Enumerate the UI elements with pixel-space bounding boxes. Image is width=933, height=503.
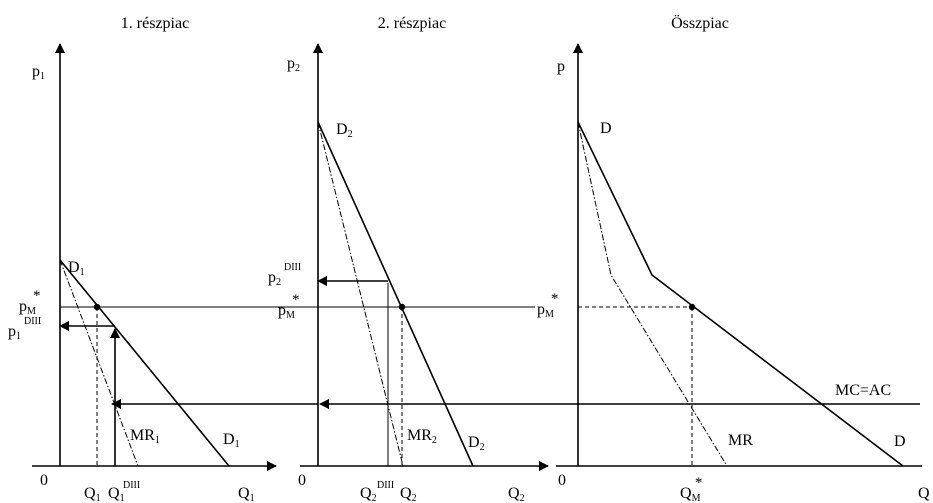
- panel-1-q1-label: Q1: [84, 485, 101, 503]
- panel-2-pm-label: pM *: [278, 292, 300, 321]
- svg-text:p1: p1: [32, 63, 45, 82]
- svg-text:p: p: [557, 58, 565, 75]
- panel-2-mr-line: [317, 121, 404, 467]
- panel-2-demand-line: [317, 121, 474, 467]
- panel-1: p1 D1 pM * p1 DIII MR1 D1 0 Q1 Q: [8, 43, 318, 503]
- panel-2-y-axis-label: p2: [287, 55, 300, 74]
- panel-3-mr-label: MR: [728, 432, 753, 449]
- svg-text:DIII: DIII: [377, 480, 394, 491]
- svg-text:DIII: DIII: [123, 480, 140, 491]
- panel-3-qm-label: QM *: [680, 475, 703, 503]
- panel-2-q2-label: Q2: [400, 485, 417, 503]
- panel-3-x-axis-label: Q: [918, 485, 930, 502]
- svg-text:MR1: MR1: [130, 427, 160, 446]
- panel-3: p D pM * MC=AC MR D 0 QM * Q: [111, 43, 930, 503]
- panel-1-y-axis-label: p1: [32, 63, 45, 82]
- panel-3-origin: 0: [558, 472, 566, 489]
- panel-3-demand-line: [577, 121, 904, 467]
- svg-text:p2: p2: [287, 55, 300, 74]
- svg-text:Q2: Q2: [360, 485, 377, 503]
- svg-text:D: D: [894, 433, 906, 450]
- svg-text:MR2: MR2: [407, 427, 437, 446]
- panel-2-p2diii-label: p2 DIII: [268, 262, 301, 288]
- panel-3-y-axis-label: p: [557, 58, 565, 75]
- svg-text:Q1: Q1: [238, 485, 255, 503]
- svg-text:*: *: [33, 288, 41, 304]
- mc-ac-label: MC=AC: [835, 382, 891, 399]
- panel-2-x-axis-label: Q2: [508, 485, 525, 503]
- svg-text:Q2: Q2: [508, 485, 525, 503]
- panel-1-title: 1. részpiac: [121, 15, 189, 32]
- panel-3-mr-line: [577, 121, 728, 467]
- svg-text:MR: MR: [728, 432, 753, 449]
- svg-text:pM: pM: [537, 301, 554, 320]
- panel-1-pm-label: pM *: [19, 288, 41, 317]
- svg-text:D2: D2: [336, 121, 353, 140]
- svg-text:QM: QM: [680, 485, 701, 503]
- panel-3-title: Összpiac: [671, 14, 729, 32]
- panel-1-mr-line: [59, 259, 139, 467]
- svg-text:DIII: DIII: [284, 262, 301, 273]
- svg-text:*: *: [695, 475, 703, 491]
- panel-2-mr-label: MR2: [407, 427, 437, 446]
- panel-1-q1diii-label: Q1 DIII: [108, 480, 140, 503]
- svg-text:*: *: [551, 291, 559, 307]
- svg-text:p2: p2: [268, 269, 281, 288]
- svg-text:D1: D1: [223, 431, 240, 450]
- panel-2-q2diii-label: Q2 DIII: [360, 480, 394, 503]
- panel-1-demand-label-top: D1: [68, 259, 85, 278]
- panel-3-demand-label-top: D: [600, 120, 612, 137]
- svg-text:pM: pM: [19, 298, 36, 317]
- panel-2-demand-label-bottom: D2: [468, 434, 485, 453]
- svg-text:Q1: Q1: [108, 485, 125, 503]
- panel-1-x-axis-label: Q1: [238, 485, 255, 503]
- panel-2-demand-label-top: D2: [336, 121, 353, 140]
- svg-text:pM: pM: [278, 302, 295, 321]
- panel-2-title: 2. részpiac: [378, 15, 446, 32]
- panel-1-mr-label: MR1: [130, 427, 160, 446]
- panel-1-origin: 0: [40, 472, 48, 489]
- svg-text:*: *: [292, 292, 300, 308]
- panel-3-pm-label: pM *: [537, 291, 559, 320]
- svg-text:Q1: Q1: [84, 485, 101, 503]
- svg-text:Q2: Q2: [400, 485, 417, 503]
- svg-text:p1: p1: [8, 323, 21, 342]
- svg-text:D1: D1: [68, 259, 85, 278]
- svg-text:D2: D2: [468, 434, 485, 453]
- panel-3-demand-label-bottom: D: [894, 433, 906, 450]
- svg-text:D: D: [600, 120, 612, 137]
- panel-2-origin: 0: [298, 472, 306, 489]
- svg-text:Q: Q: [918, 485, 930, 502]
- panel-1-demand-line: [59, 259, 230, 467]
- panel-1-demand-label-bottom: D1: [223, 431, 240, 450]
- panel-2: p2 D2 p2 DIII pM * MR2 D2 0 Q2 DIII Q2 Q…: [268, 43, 549, 503]
- panel-1-p1diii-label: p1 DIII: [8, 316, 41, 342]
- svg-text:DIII: DIII: [24, 316, 41, 327]
